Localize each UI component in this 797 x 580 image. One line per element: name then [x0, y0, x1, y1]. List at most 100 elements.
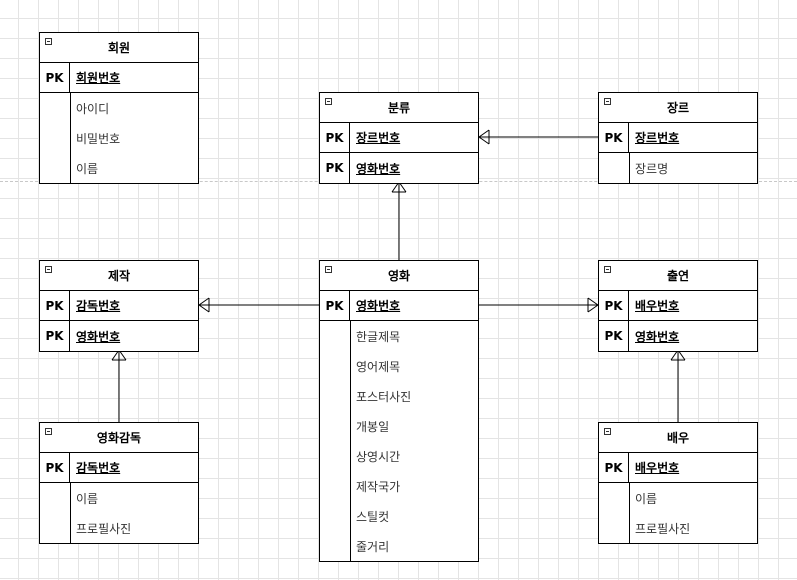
relationship-movie-category[interactable] — [391, 181, 407, 260]
attribute-row[interactable]: 개봉일 — [320, 411, 478, 441]
entity-header[interactable]: 출연 — [599, 261, 757, 291]
attribute-name: 장르명 — [635, 161, 669, 176]
collapse-icon[interactable] — [45, 38, 52, 45]
relationship-genre-category[interactable] — [478, 129, 598, 145]
key-field-name: 영화번호 — [76, 329, 121, 344]
attribute-row[interactable]: 포스터사진 — [320, 381, 478, 411]
key-row[interactable]: PK 회원번호 — [40, 63, 198, 93]
key-label: PK — [599, 321, 629, 351]
key-row[interactable]: PK 영화번호 — [599, 321, 757, 351]
relationship-actor-cast[interactable] — [670, 349, 686, 422]
attribute-name: 이름 — [76, 161, 99, 176]
attribute-row[interactable]: 프로필사진 — [40, 513, 198, 543]
collapse-icon[interactable] — [45, 428, 52, 435]
collapse-icon[interactable] — [325, 98, 332, 105]
entity-title: 영화감독 — [96, 431, 142, 445]
attribute-key-cell — [320, 321, 350, 351]
attribute-key-cell — [599, 483, 629, 513]
attribute-key-cell — [40, 123, 70, 153]
key-field-name: 감독번호 — [76, 461, 121, 475]
key-label: PK — [40, 63, 70, 92]
attribute-name: 프로필사진 — [76, 521, 132, 536]
entity-header[interactable]: 배우 — [599, 423, 757, 453]
attribute-name: 포스터사진 — [356, 389, 412, 404]
attribute-key-cell — [40, 483, 70, 513]
attribute-row[interactable]: 상영시간 — [320, 441, 478, 471]
attribute-list: 장르명 — [599, 153, 757, 183]
attribute-row[interactable]: 프로필사진 — [599, 513, 757, 543]
attribute-key-cell — [320, 381, 350, 411]
attribute-key-cell — [40, 153, 70, 183]
entity-header[interactable]: 영화감독 — [40, 423, 198, 453]
key-field-name: 회원번호 — [76, 71, 121, 85]
attribute-key-cell — [320, 441, 350, 471]
attribute-name: 비밀번호 — [76, 131, 121, 146]
entity-header[interactable]: 장르 — [599, 93, 757, 123]
collapse-icon[interactable] — [604, 266, 611, 273]
attribute-name: 프로필사진 — [635, 521, 691, 536]
attribute-name: 스틸컷 — [356, 509, 390, 524]
relationship-director-production[interactable] — [111, 349, 127, 422]
key-label: PK — [40, 321, 70, 351]
entity-title: 영화 — [387, 269, 411, 283]
attribute-name: 한글제목 — [356, 329, 401, 344]
entity-header[interactable]: 제작 — [40, 261, 198, 291]
entity-title: 제작 — [107, 269, 131, 283]
attribute-row[interactable]: 줄거리 — [320, 531, 478, 561]
entity-header[interactable]: 분류 — [320, 93, 478, 123]
attribute-name: 아이디 — [76, 101, 110, 116]
collapse-icon[interactable] — [45, 266, 52, 273]
key-label: PK — [40, 453, 70, 482]
entity-title: 장르 — [666, 101, 690, 115]
entity-header[interactable]: 회원 — [40, 33, 198, 63]
attribute-row[interactable]: 장르명 — [599, 153, 757, 183]
key-row[interactable]: PK 영화번호 — [40, 321, 198, 351]
attribute-row[interactable]: 이름 — [40, 153, 198, 183]
key-label: PK — [320, 123, 350, 152]
attribute-key-cell — [599, 153, 629, 183]
key-field-name: 장르번호 — [356, 131, 401, 145]
attribute-row[interactable]: 아이디 — [40, 93, 198, 123]
attribute-name: 상영시간 — [356, 449, 401, 464]
collapse-icon[interactable] — [604, 428, 611, 435]
attribute-row[interactable]: 영어제목 — [320, 351, 478, 381]
collapse-icon[interactable] — [325, 266, 332, 273]
attribute-row[interactable]: 제작국가 — [320, 471, 478, 501]
attribute-name: 개봉일 — [356, 419, 390, 434]
attribute-row[interactable]: 비밀번호 — [40, 123, 198, 153]
attribute-name: 이름 — [635, 491, 658, 506]
key-field-name: 영화번호 — [356, 161, 401, 176]
attribute-key-cell — [320, 471, 350, 501]
key-field-name: 영화번호 — [635, 329, 680, 344]
attribute-row[interactable]: 스틸컷 — [320, 501, 478, 531]
entity-title: 회원 — [107, 41, 131, 55]
key-row[interactable]: PK 장르번호 — [320, 123, 478, 153]
attribute-row[interactable]: 한글제목 — [320, 321, 478, 351]
attribute-row[interactable]: 이름 — [599, 483, 757, 513]
relationship-movie-cast[interactable] — [479, 297, 599, 313]
key-row[interactable]: PK 감독번호 — [40, 453, 198, 483]
collapse-icon[interactable] — [604, 98, 611, 105]
relationship-movie-production[interactable] — [198, 297, 319, 313]
entity-title: 출연 — [666, 269, 690, 283]
attribute-row[interactable]: 이름 — [40, 483, 198, 513]
entity-header[interactable]: 영화 — [320, 261, 478, 291]
attribute-name: 영어제목 — [356, 359, 401, 374]
attribute-key-cell — [320, 411, 350, 441]
